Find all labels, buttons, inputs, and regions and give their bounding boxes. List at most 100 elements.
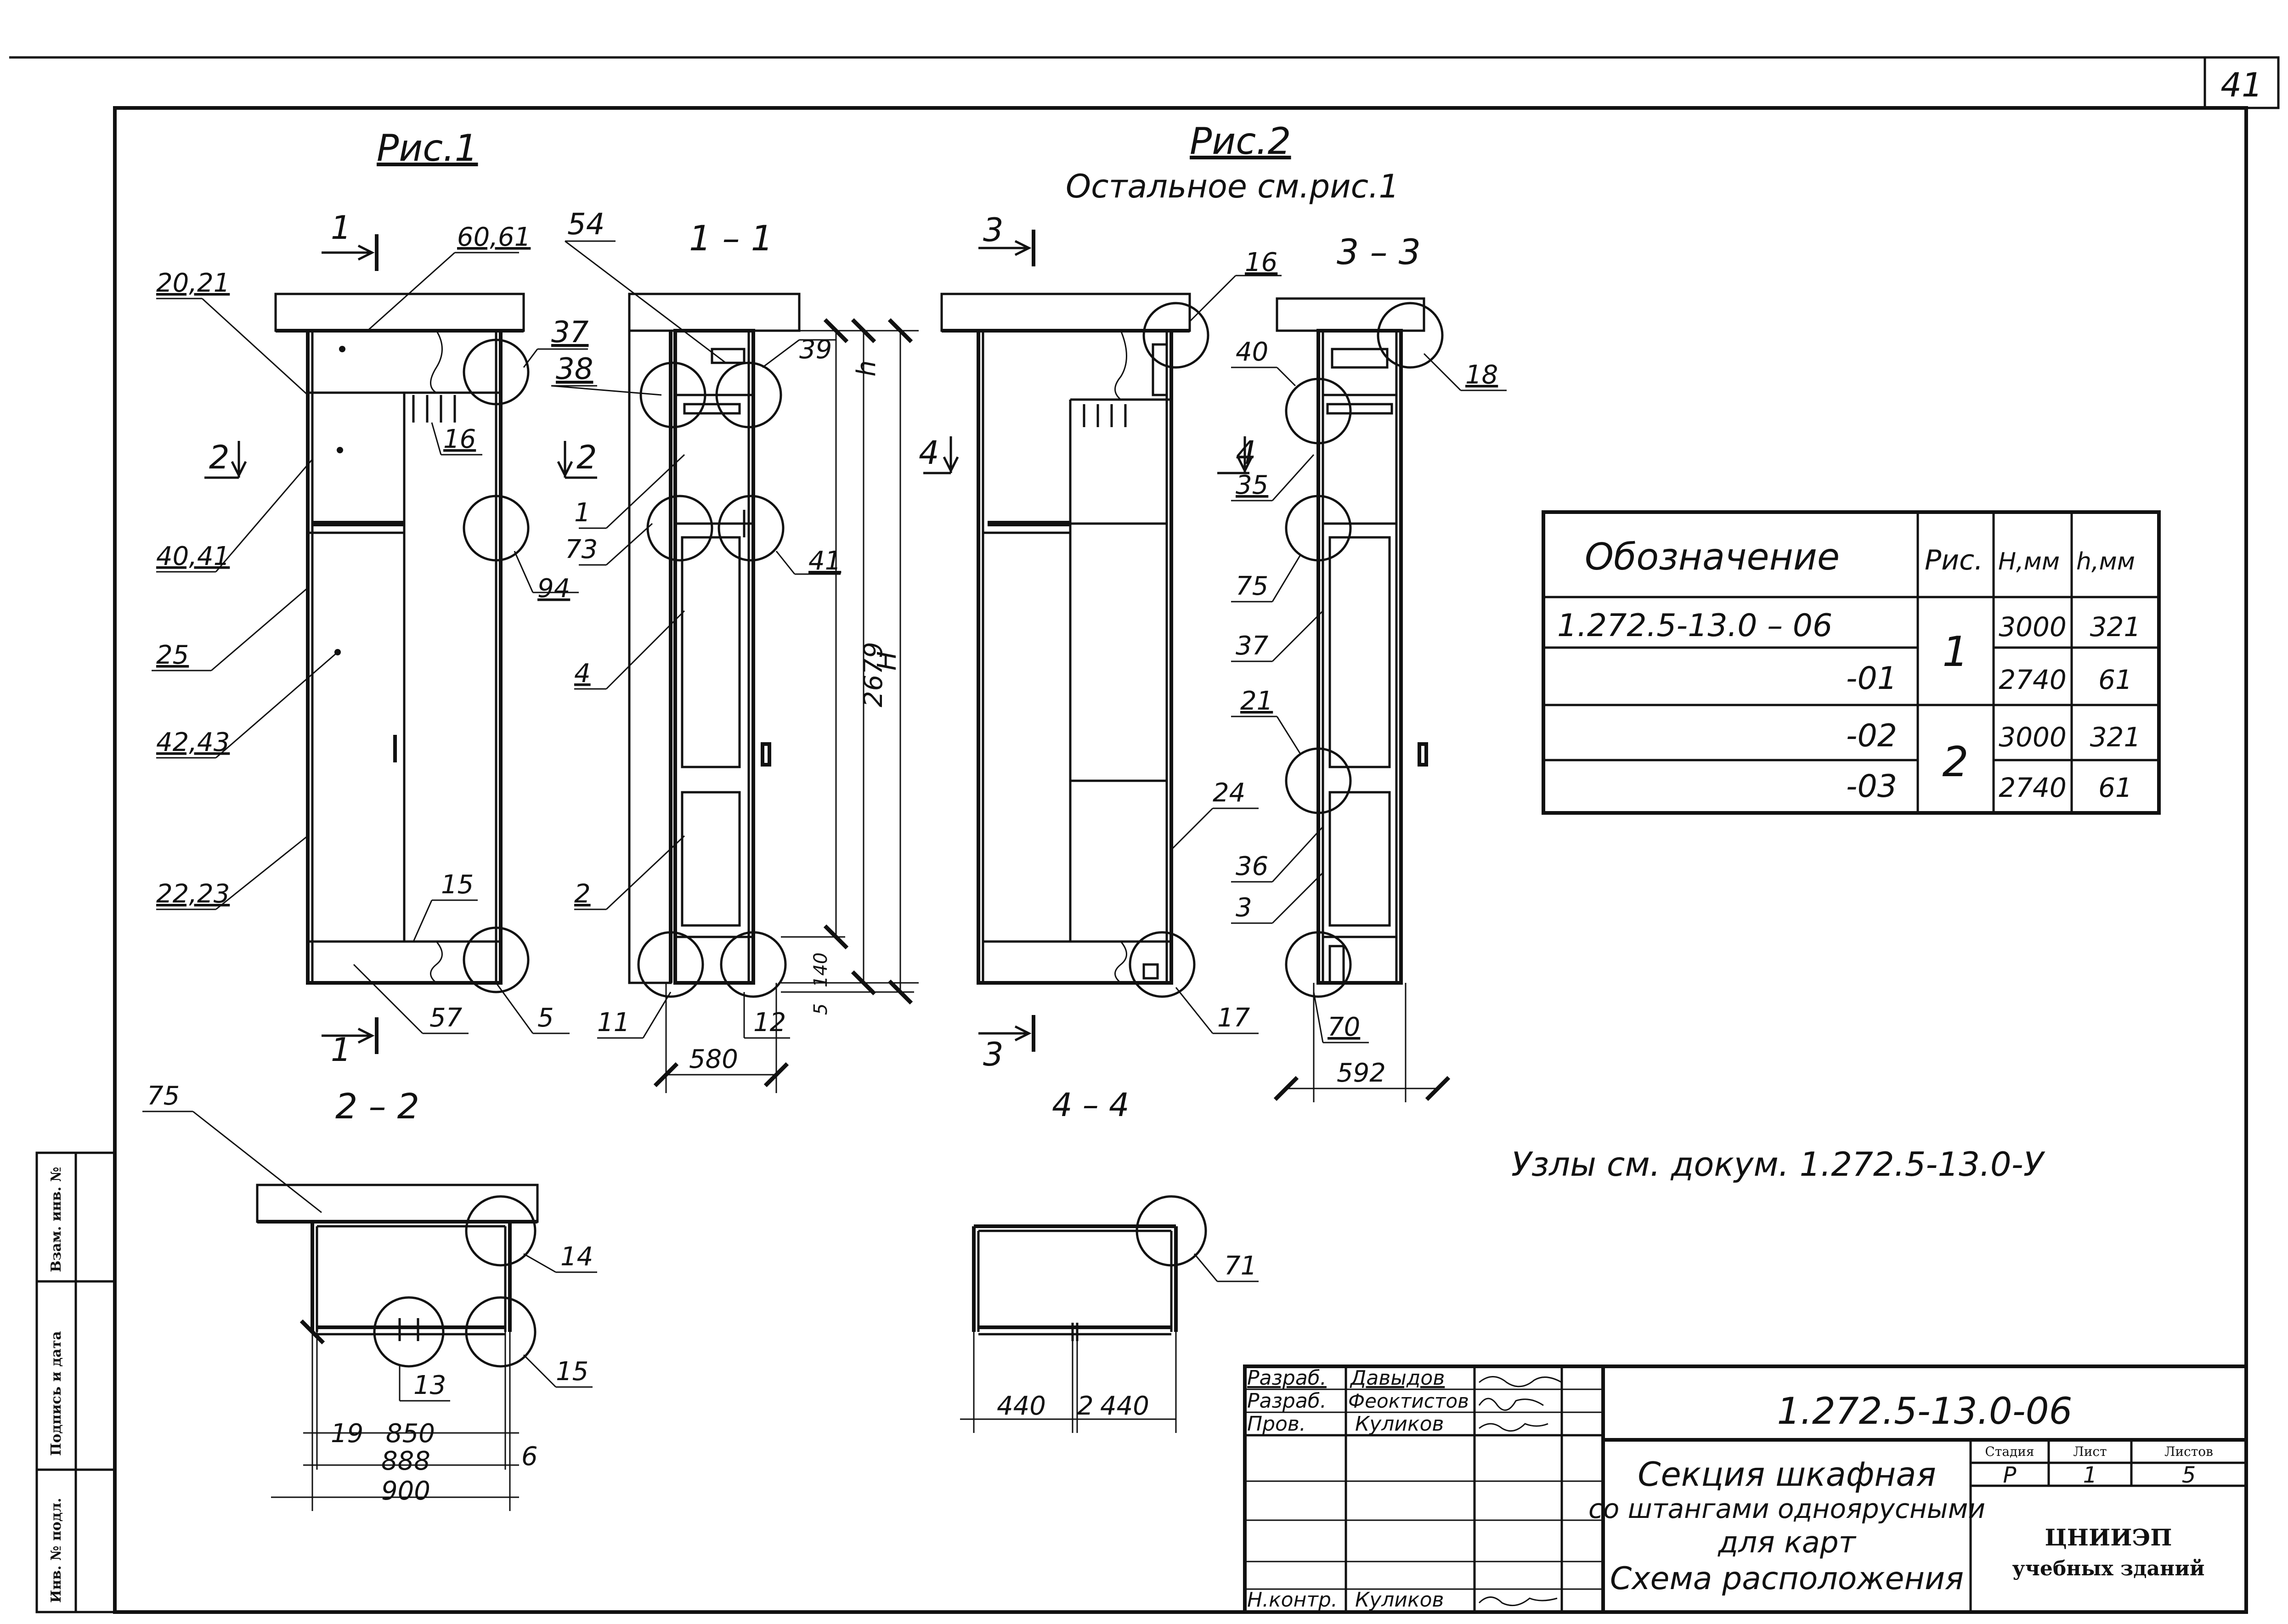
callout-71: 71 xyxy=(1224,1251,1257,1281)
callout-41: 41 xyxy=(808,546,841,576)
callout-25: 25 xyxy=(156,640,189,670)
section-3-3-leaders xyxy=(1231,353,1507,1043)
tb-sheet-label: Лист xyxy=(2073,1444,2107,1459)
cut-4-right: 4 xyxy=(1236,434,1256,472)
callout-4: 4 xyxy=(574,659,591,688)
dim-2: 2 xyxy=(1077,1391,1094,1421)
cut-3-bottom: 3 xyxy=(983,1036,1004,1073)
spec-header-designation: Обозначение xyxy=(1585,536,1840,578)
cut-2-left: 2 xyxy=(209,439,230,476)
dim-19: 19 xyxy=(331,1419,363,1449)
spec-row3-designation: -02 xyxy=(1846,718,1897,754)
dim-2679: 2679 xyxy=(859,642,888,707)
sheet-frame: 41 xyxy=(9,56,2280,1614)
fig2-front-view xyxy=(923,230,1253,1052)
callout-60-61: 60,61 xyxy=(457,222,531,252)
callout-37-sec33: 37 xyxy=(1236,631,1269,661)
spec-fig-2: 2 xyxy=(1942,738,1968,786)
callout-39: 39 xyxy=(799,335,832,365)
dim-140: 140 xyxy=(810,953,831,987)
callout-70: 70 xyxy=(1328,1012,1360,1042)
spec-header-fig: Рис. xyxy=(1925,544,1983,576)
spec-row4-designation: -03 xyxy=(1846,768,1897,805)
callout-94: 94 xyxy=(537,574,570,603)
callout-13: 13 xyxy=(413,1370,446,1400)
dim-440-right: 440 xyxy=(1100,1391,1149,1421)
dim-580: 580 xyxy=(689,1044,738,1074)
callout-54: 54 xyxy=(567,208,604,242)
dim-5: 5 xyxy=(810,1004,831,1015)
tb-role-1: Разраб. xyxy=(1247,1366,1327,1390)
spec-row2-designation: -01 xyxy=(1846,660,1897,697)
tb-title-line-1: Секция шкафная xyxy=(1638,1455,1936,1494)
fig1-leaders xyxy=(152,240,726,1034)
spec-table xyxy=(1542,510,2161,815)
dim-6: 6 xyxy=(521,1442,538,1472)
callout-73: 73 xyxy=(565,535,598,564)
callout-14: 14 xyxy=(560,1242,593,1272)
callout-24: 24 xyxy=(1213,778,1245,808)
dim-h: h xyxy=(852,361,881,377)
title-block xyxy=(1243,1365,2248,1614)
section-2-2-leaders xyxy=(142,1111,597,1402)
tb-stage: Р xyxy=(2003,1462,2017,1488)
dim-592: 592 xyxy=(1337,1058,1386,1088)
tb-stage-label: Стадия xyxy=(1985,1444,2034,1459)
tb-sheets-label: Листов xyxy=(2164,1444,2213,1459)
callout-17: 17 xyxy=(1217,1003,1250,1033)
spec-row1-h: 321 xyxy=(2090,611,2141,643)
tb-title-line-3: для карт xyxy=(1717,1526,1857,1560)
cut-3-top: 3 xyxy=(983,211,1004,249)
page-number: 41 xyxy=(2220,66,2263,104)
tb-name-2: Феоктистов xyxy=(1348,1390,1469,1412)
fig2-leaders xyxy=(1170,275,1282,1034)
spec-row4-H: 2740 xyxy=(1999,772,2067,803)
section-3-3 xyxy=(1273,297,1451,1102)
dim-440-left: 440 xyxy=(997,1391,1046,1421)
stamp-inv-original: Инв. № подл. xyxy=(48,1498,64,1603)
spec-row2-h: 61 xyxy=(2098,664,2132,695)
tb-sheets: 5 xyxy=(2182,1462,2196,1488)
spec-row3-h: 321 xyxy=(2090,722,2141,753)
fig2-title: Рис.2 xyxy=(1190,120,1291,163)
callout-5: 5 xyxy=(537,1003,554,1033)
cut-4-left: 4 xyxy=(919,434,939,472)
section-2-2 xyxy=(256,1184,539,1511)
tb-org-line-2: учебных зданий xyxy=(2012,1557,2205,1580)
section-4-4-label: 4 – 4 xyxy=(1052,1086,1130,1124)
spec-fig-1: 1 xyxy=(1942,628,1968,676)
tb-role-3: Пров. xyxy=(1247,1412,1306,1436)
notes-reference: Узлы см. докум. 1.272.5-13.0-У xyxy=(1511,1145,2045,1184)
callout-20-21: 20,21 xyxy=(156,268,230,298)
section-2-2-label: 2 – 2 xyxy=(335,1086,419,1127)
fig1-title: Рис.1 xyxy=(377,127,478,169)
callout-75-sec22: 75 xyxy=(147,1081,180,1111)
callout-2: 2 xyxy=(574,879,591,909)
tb-role-2: Разраб. xyxy=(1247,1389,1327,1413)
tb-role-7: Н.контр. xyxy=(1247,1588,1338,1612)
spec-row2-H: 2740 xyxy=(1999,664,2067,695)
side-stamp: Инв. № подл. Подпись и дата Взам. инв. № xyxy=(35,1151,116,1613)
fig1-front-view xyxy=(204,234,597,1054)
tb-title-line-2: со штангами одноярусными xyxy=(1588,1493,1985,1524)
spec-row3-H: 3000 xyxy=(1999,722,2067,753)
callout-21: 21 xyxy=(1240,686,1273,716)
section-1-1 xyxy=(628,293,919,1093)
dim-850: 850 xyxy=(386,1419,435,1449)
cut-1-bottom: 1 xyxy=(331,1031,351,1069)
tb-name-7: Куликов xyxy=(1355,1588,1444,1612)
callout-40-41: 40,41 xyxy=(156,541,230,571)
spec-header-H: Н,мм xyxy=(1998,548,2060,575)
signature-marks xyxy=(1478,1376,1562,1607)
section-4-4 xyxy=(960,1195,1259,1433)
dim-888: 888 xyxy=(381,1446,430,1476)
tb-org-line-1: ЦНИИЭП xyxy=(2045,1524,2172,1551)
callout-15-sec22: 15 xyxy=(556,1357,588,1387)
tb-name-3: Куликов xyxy=(1355,1412,1444,1436)
callout-40: 40 xyxy=(1236,337,1268,367)
callout-22-23: 22,23 xyxy=(156,879,230,909)
fig2-subtitle: Остальное см.рис.1 xyxy=(1066,168,1399,205)
tb-sheet: 1 xyxy=(2083,1462,2097,1488)
tb-doc-code: 1.272.5-13.0-06 xyxy=(1777,1390,2072,1432)
